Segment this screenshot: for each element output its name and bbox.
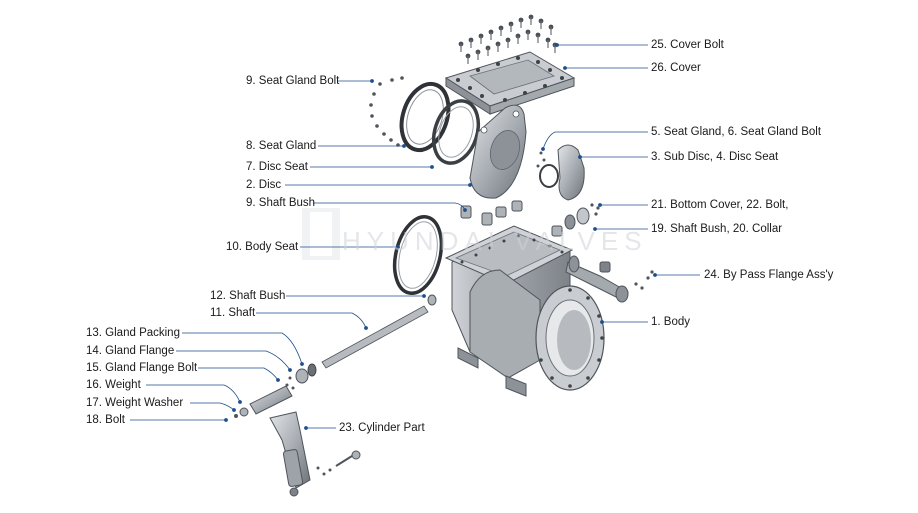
label-disc: 2. Disc <box>246 179 282 191</box>
label-disc-seat: 7. Disc Seat <box>246 161 308 173</box>
label-shaft-bush-9: 9. Shaft Bush <box>246 197 316 209</box>
gland-parts <box>285 363 317 390</box>
label-shaft-bush-12: 12. Shaft Bush <box>210 290 286 302</box>
label-seat-gland-bolt: 9. Seat Gland Bolt <box>246 75 340 87</box>
shaft-bushes-upper <box>460 200 523 226</box>
cylinder-part <box>269 411 361 497</box>
label-cover: 26. Cover <box>651 62 701 74</box>
shaft-bush-lower <box>427 294 437 306</box>
label-shaft: 11. Shaft <box>210 307 256 319</box>
label-body-seat: 10. Body Seat <box>226 241 299 253</box>
watermark-text: HYUNDAI VALVES <box>342 226 648 256</box>
label-shaft-bush-collar: 19. Shaft Bush, 20. Collar <box>651 223 783 235</box>
label-body: 1. Body <box>651 316 690 328</box>
disc-seat-ring <box>431 99 481 165</box>
label-sub-disc: 3. Sub Disc, 4. Disc Seat <box>651 151 779 163</box>
cover-plate <box>444 51 576 115</box>
disc-part <box>469 104 527 199</box>
label-gland-flange-bolt: 15. Gland Flange Bolt <box>86 362 198 374</box>
label-seat-gland-bolt-right: 5. Seat Gland, 6. Seat Gland Bolt <box>651 126 822 138</box>
valve-body <box>444 225 605 397</box>
label-bypass-flange: 24. By Pass Flange Ass'y <box>704 269 834 281</box>
seat-gland-bolts <box>369 76 404 147</box>
label-gland-packing: 13. Gland Packing <box>86 327 180 339</box>
label-gland-flange: 14. Gland Flange <box>86 345 175 357</box>
bottom-cover-parts <box>551 203 600 237</box>
label-weight-washer: 17. Weight Washer <box>86 397 184 409</box>
label-bolt: 18. Bolt <box>86 414 125 426</box>
bypass-flange-assembly <box>565 255 654 303</box>
cover-bolts <box>458 14 558 59</box>
watermark-logo <box>302 208 340 260</box>
label-cover-bolt: 25. Cover Bolt <box>651 39 724 51</box>
weight-arm <box>234 385 293 418</box>
label-seat-gland: 8. Seat Gland <box>246 140 317 152</box>
body-seat-ring <box>392 215 444 295</box>
shaft-part <box>321 305 429 369</box>
label-weight: 16. Weight <box>86 379 141 391</box>
label-bottom-cover: 21. Bottom Cover, 22. Bolt, <box>651 199 789 211</box>
leader-lines <box>130 43 700 430</box>
seat-gland-ring <box>399 81 451 153</box>
label-cylinder-part: 23. Cylinder Part <box>339 422 425 434</box>
sub-disc-part <box>536 144 585 201</box>
